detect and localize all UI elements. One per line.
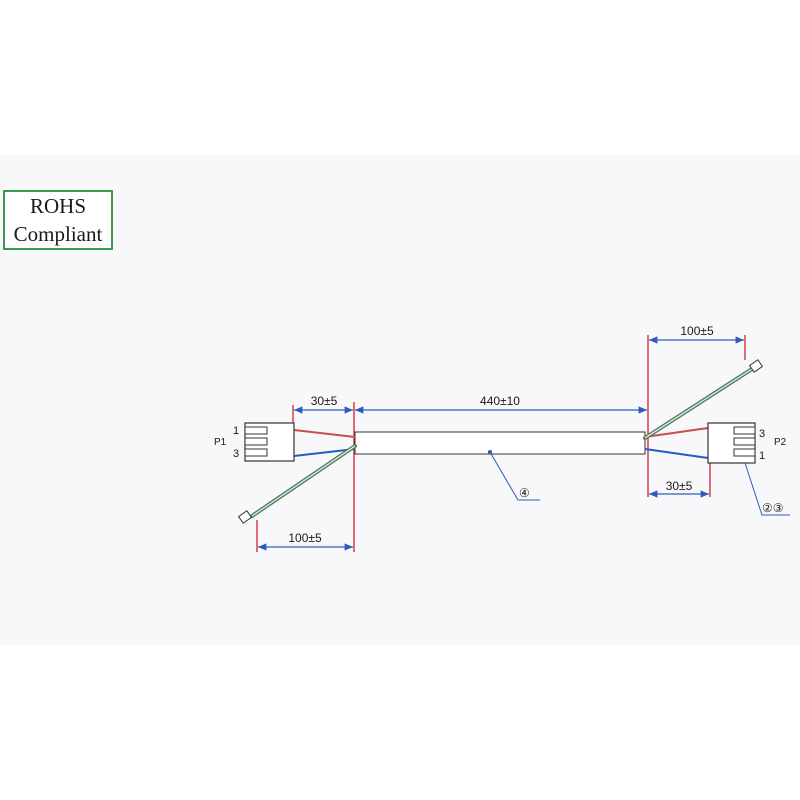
ring-terminal-left <box>237 510 253 524</box>
pin-label-p1-bottom: 3 <box>233 448 239 460</box>
callout-leader-cable <box>489 451 540 501</box>
wire-blue-right <box>644 448 709 459</box>
connector-label-p1: P1 <box>214 437 227 448</box>
wire-green-right-highlight <box>644 368 753 439</box>
wire-red-right <box>644 427 709 438</box>
connector-p2 <box>707 422 756 464</box>
cable-jacket <box>354 431 646 455</box>
compliant-label: Compliant <box>13 222 103 246</box>
dim-text-right-upper: 100±5 <box>680 324 714 338</box>
wire-green-left-highlight <box>251 445 356 517</box>
wire-red-left <box>293 429 356 438</box>
dim-text-right-branch: 30±5 <box>666 479 693 493</box>
pin-label-p1-top: 1 <box>233 425 239 437</box>
pin-label-p2-bottom: 1 <box>759 450 765 462</box>
connector-label-p2: P2 <box>774 437 787 448</box>
dim-text-left-branch: 30±5 <box>311 394 338 408</box>
rohs-badge: ROHS Compliant <box>3 190 113 250</box>
callout-leader-connector <box>744 462 790 516</box>
ring-terminal-right <box>748 359 764 373</box>
dim-text-main-cable: 440±10 <box>480 394 520 408</box>
extension-lines <box>256 335 746 552</box>
drawing-sheet <box>0 155 800 645</box>
wire-blue-left <box>293 448 356 457</box>
connector-p1 <box>244 422 295 462</box>
dim-text-left-lower: 100±5 <box>288 531 322 545</box>
rohs-label: ROHS <box>29 194 87 218</box>
callout-connector: ②③ <box>762 501 784 515</box>
callout-dot-cable <box>488 450 492 454</box>
callout-cable: ④ <box>519 486 530 500</box>
pin-label-p2-top: 3 <box>759 428 765 440</box>
